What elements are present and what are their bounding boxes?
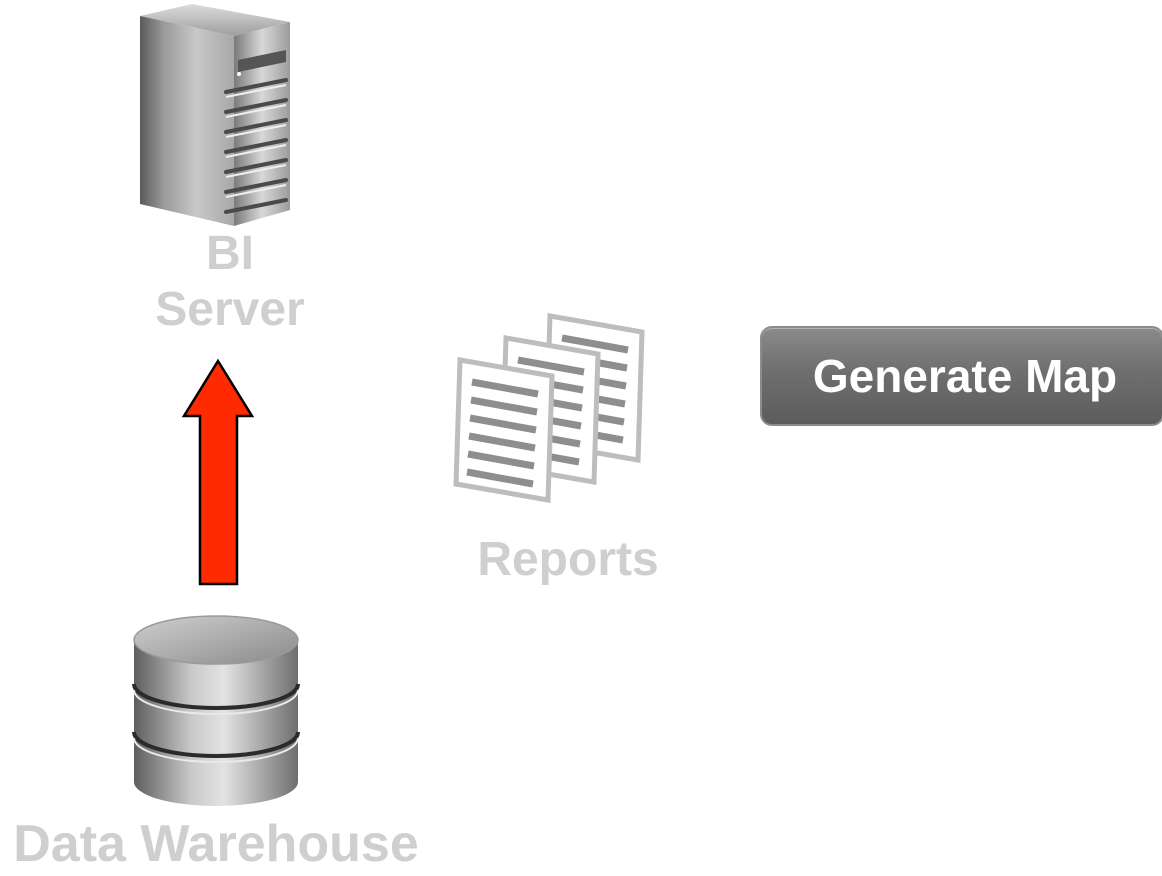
server-label-line2: Server — [155, 283, 305, 336]
server-label: BI Server — [110, 226, 350, 338]
arrow-up-icon — [181, 358, 255, 586]
database-cylinder-icon — [132, 615, 300, 806]
reports-label: Reports — [477, 533, 659, 586]
server-tower-icon — [140, 4, 290, 226]
data-warehouse-label: Data Warehouse — [13, 815, 419, 873]
server-label-line1: BI — [206, 227, 254, 280]
report-documents-icon — [453, 313, 645, 503]
generate-map-button[interactable]: Generate Map — [760, 326, 1162, 426]
